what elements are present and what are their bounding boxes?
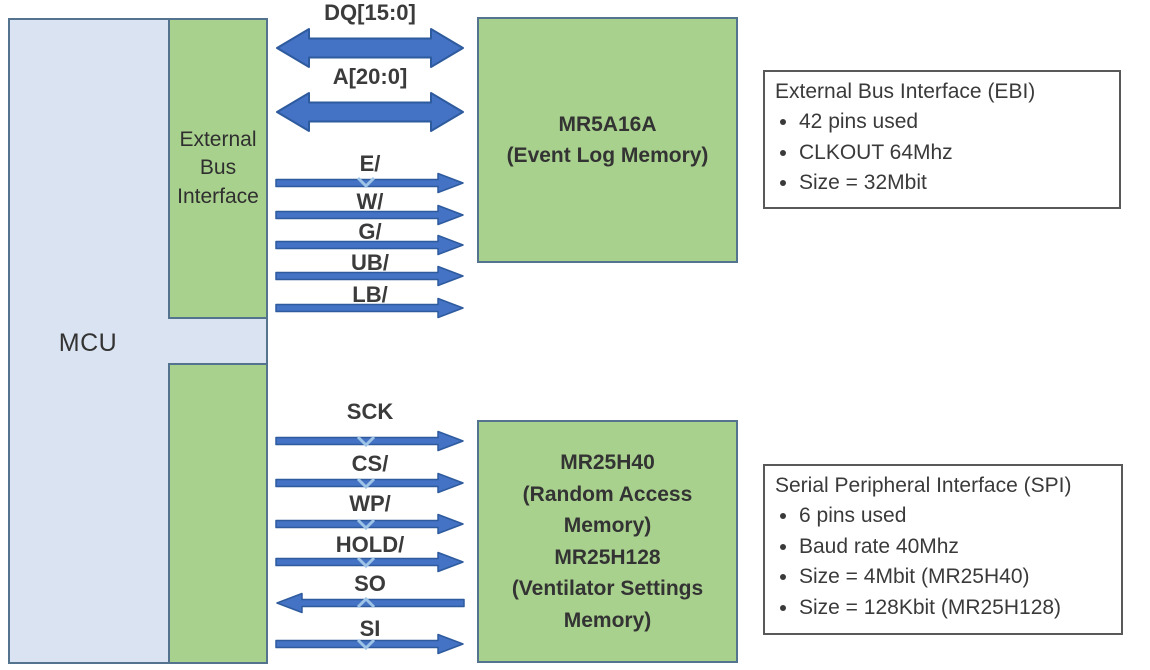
info-item: Baud rate 40Mhz xyxy=(799,532,1111,562)
right-arrow-icon xyxy=(275,234,464,256)
chevron-down-icon xyxy=(356,556,376,568)
info-item: Size = 32Mbit xyxy=(799,168,1109,198)
signal-label-sck: SCK xyxy=(346,399,394,424)
info-item: Size = 128Kbit (MR25H128) xyxy=(799,593,1111,623)
signal-label-g: G/ xyxy=(358,219,382,244)
memory-block-mr5a16a: MR5A16A (Event Log Memory) xyxy=(477,17,738,263)
signal-label-si: SI xyxy=(359,616,381,641)
signal-label-cs: CS/ xyxy=(351,451,389,476)
mcu-label: MCU xyxy=(58,329,118,357)
right-arrow-icon xyxy=(275,297,464,319)
ebi-info-box: External Bus Interface (EBI) 42 pins use… xyxy=(763,70,1121,209)
chevron-down-icon xyxy=(356,176,376,188)
signal-label-ub: UB/ xyxy=(351,250,389,275)
signal-label-a: A[20:0] xyxy=(332,64,408,89)
signal-label-w: W/ xyxy=(356,189,384,214)
info-item: CLKOUT 64Mhz xyxy=(799,138,1109,168)
signal-label-e: E/ xyxy=(359,151,381,176)
right-arrow-icon xyxy=(275,204,464,226)
spi-port-block xyxy=(168,363,268,664)
spi-info-title: Serial Peripheral Interface (SPI) xyxy=(775,474,1072,497)
signal-label-so: SO xyxy=(354,571,386,596)
chevron-down-icon xyxy=(356,518,376,530)
ebi-info-list: 42 pins used CLKOUT 64Mhz Size = 32Mbit xyxy=(775,107,1109,198)
memory-block-mr25: MR25H40 (Random Access Memory) MR25H128 … xyxy=(477,420,738,663)
signal-label-hold: HOLD/ xyxy=(335,532,405,557)
double-arrow-icon xyxy=(276,92,464,132)
double-arrow-icon xyxy=(276,28,464,68)
ebi-info-title: External Bus Interface (EBI) xyxy=(775,80,1036,103)
info-item: 6 pins used xyxy=(799,501,1111,531)
chevron-down-icon xyxy=(356,638,376,650)
spi-info-list: 6 pins used Baud rate 40Mhz Size = 4Mbit… xyxy=(775,501,1111,623)
chevron-down-icon xyxy=(356,477,376,489)
info-item: 42 pins used xyxy=(799,107,1109,137)
chevron-up-icon xyxy=(356,597,376,609)
ebi-port-block: External Bus Interface xyxy=(168,18,268,319)
info-item: Size = 4Mbit (MR25H40) xyxy=(799,562,1111,592)
signal-label-wp: WP/ xyxy=(349,491,391,516)
signal-label-lb: LB/ xyxy=(352,282,388,307)
signal-label-dq: DQ[15:0] xyxy=(324,0,416,25)
spi-info-box: Serial Peripheral Interface (SPI) 6 pins… xyxy=(763,464,1123,635)
right-arrow-icon xyxy=(275,265,464,287)
chevron-down-icon xyxy=(356,435,376,447)
